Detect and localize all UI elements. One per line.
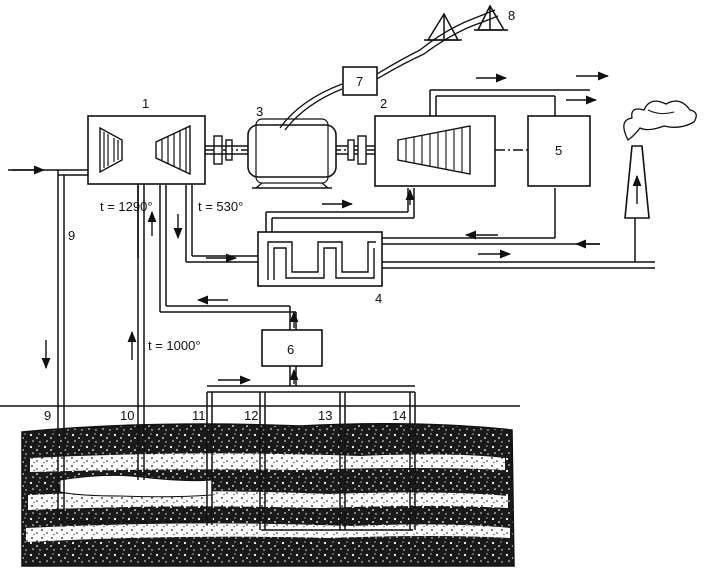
- label-4: 4: [375, 291, 382, 306]
- coupling-right: [336, 135, 376, 165]
- unit-5-box: [527, 115, 591, 187]
- label-2: 2: [380, 96, 387, 111]
- temp-1290: t = 1290°: [100, 199, 153, 214]
- coupling-left: [205, 135, 250, 165]
- temperature-labels: t = 1290° t = 530° t = 1000°: [100, 199, 243, 353]
- label-6: 6: [287, 342, 294, 357]
- flow-arrows: [12, 71, 642, 385]
- label-3: 3: [256, 104, 263, 119]
- piping: [8, 89, 655, 386]
- label-10: 10: [120, 408, 134, 423]
- label-9-top: 9: [68, 228, 75, 243]
- label-5: 5: [555, 143, 562, 158]
- label-11: 11: [192, 408, 206, 423]
- label-8: 8: [508, 8, 515, 23]
- chimney: [623, 100, 697, 219]
- unit-6-box: [261, 329, 323, 367]
- power-lines: [279, 9, 499, 131]
- label-9-ground: 9: [44, 408, 51, 423]
- heat-exchanger-4: [257, 231, 383, 287]
- temp-530: t = 530°: [198, 199, 243, 214]
- generator-3: [247, 118, 337, 189]
- temp-1000: t = 1000°: [148, 338, 201, 353]
- label-7: 7: [356, 74, 363, 89]
- underground-strata: [21, 423, 515, 567]
- transmission-towers-8: [424, 4, 508, 41]
- label-12: 12: [244, 408, 258, 423]
- label-1: 1: [142, 96, 149, 111]
- gas-turbine-1: [87, 115, 206, 185]
- compressor-2: [374, 115, 496, 187]
- component-labels: 1 2 3 4 5 6 7 8 9 9 10 11 12 13 14: [44, 8, 562, 423]
- label-13: 13: [318, 408, 332, 423]
- label-14: 14: [392, 408, 406, 423]
- unit-7-box: [342, 66, 378, 96]
- wells: [57, 170, 416, 531]
